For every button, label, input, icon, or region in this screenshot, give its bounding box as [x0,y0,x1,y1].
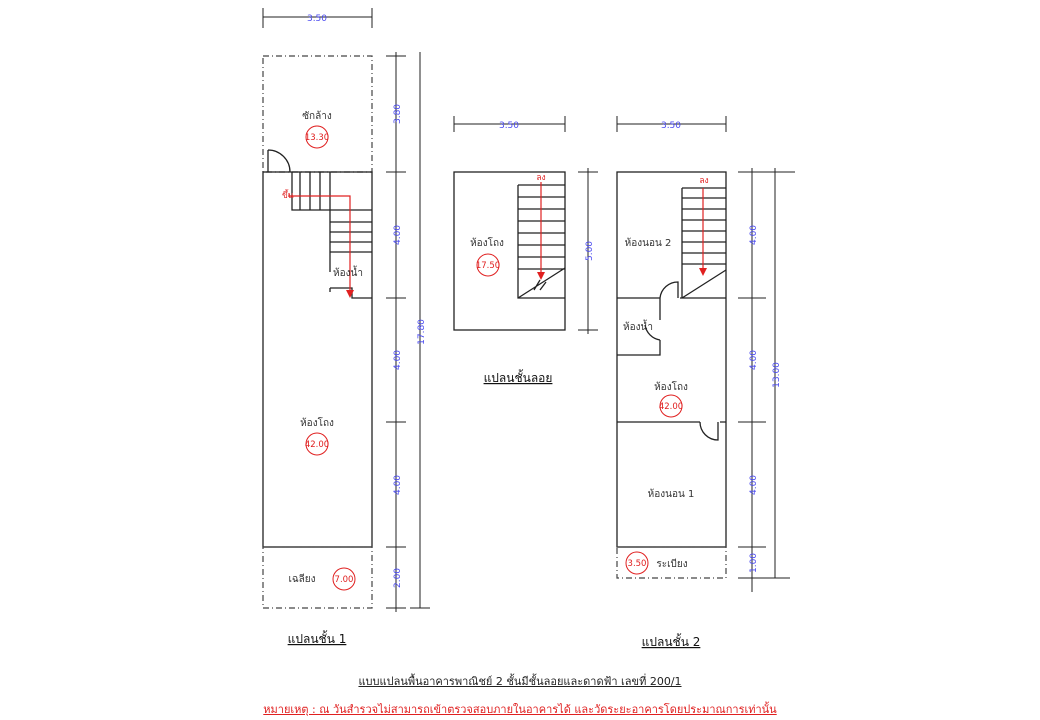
area-hall: 17.50 [476,261,500,271]
drawing-caption: แบบแปลนพื้นอาคารพาณิชย์ 2 ชั้นมีชั้นลอยแ… [358,675,682,688]
porch-outline [262,546,373,609]
dim-5: 2.00 [393,568,403,588]
dim-width: 3.50 [307,14,327,24]
area-laundry: 13.30 [305,133,329,143]
plan1-title: แปลนชั้น 1 [288,630,347,646]
room-balcony: ระเบียง [656,558,687,570]
plan-1: ขึ้น ซักล้าง 13.30 ห้องน้ำ ห้องโถง 42.00… [262,8,430,646]
stairs [291,172,372,299]
survey-note: หมายเหตุ : ณ วันสำรวจไม่สามารถเข้าตรวจสอ… [263,703,777,716]
dim-3: 4.00 [749,475,759,495]
dim-1: 3.80 [393,104,403,124]
dim-total: 13.00 [772,362,782,388]
room-bathroom: ห้องน้ำ [333,265,363,279]
dim-1: 4.00 [749,225,759,245]
area-porch: 7.00 [335,575,354,585]
plan2-title: แปลนชั้น 2 [642,633,701,649]
mezzanine-title: แปลนชั้นลอย [484,369,553,385]
dim-width: 3.50 [499,121,519,131]
room-porch: เฉลียง [288,573,315,585]
room-bedroom1: ห้องนอน 1 [648,488,695,500]
dim-total: 17.80 [417,319,427,345]
room-hall: ห้องโถง [470,236,504,249]
dim-3: 4.00 [393,350,403,370]
dim-2: 4.00 [393,225,403,245]
room-hall: ห้องโถง [300,416,334,429]
mezzanine-plan: ลง ห้องโถง 17.50 3.50 5.00 แปลนชั้นลอย [453,116,598,385]
plan1-walls [262,171,373,548]
area-balcony: 3.50 [628,559,647,569]
dim-depth: 5.00 [585,241,595,261]
dim-width: 3.50 [661,121,681,131]
area-hall: 42.00 [305,440,329,450]
plan-2: ลง ห้องนอน 2 ห้องน้ำ ห้องโถง 42.00 ห้องน… [616,116,795,649]
area-hall: 42.00 [659,402,683,412]
stair-label: ลง [699,176,708,186]
dim-4: 4.00 [393,475,403,495]
room-hall: ห้องโถง [654,380,688,393]
laundry-outline [262,55,373,173]
stair-label: ลง [536,173,545,183]
stair-label: ขึ้น [282,189,294,201]
door [267,149,291,173]
stair-arrow [288,195,351,296]
dim-2: 4.00 [749,350,759,370]
room-bedroom2: ห้องนอน 2 [625,237,672,249]
dim-4: 1.00 [749,553,759,573]
room-bathroom: ห้องน้ำ [623,319,653,333]
room-laundry: ซักล้าง [302,110,332,122]
